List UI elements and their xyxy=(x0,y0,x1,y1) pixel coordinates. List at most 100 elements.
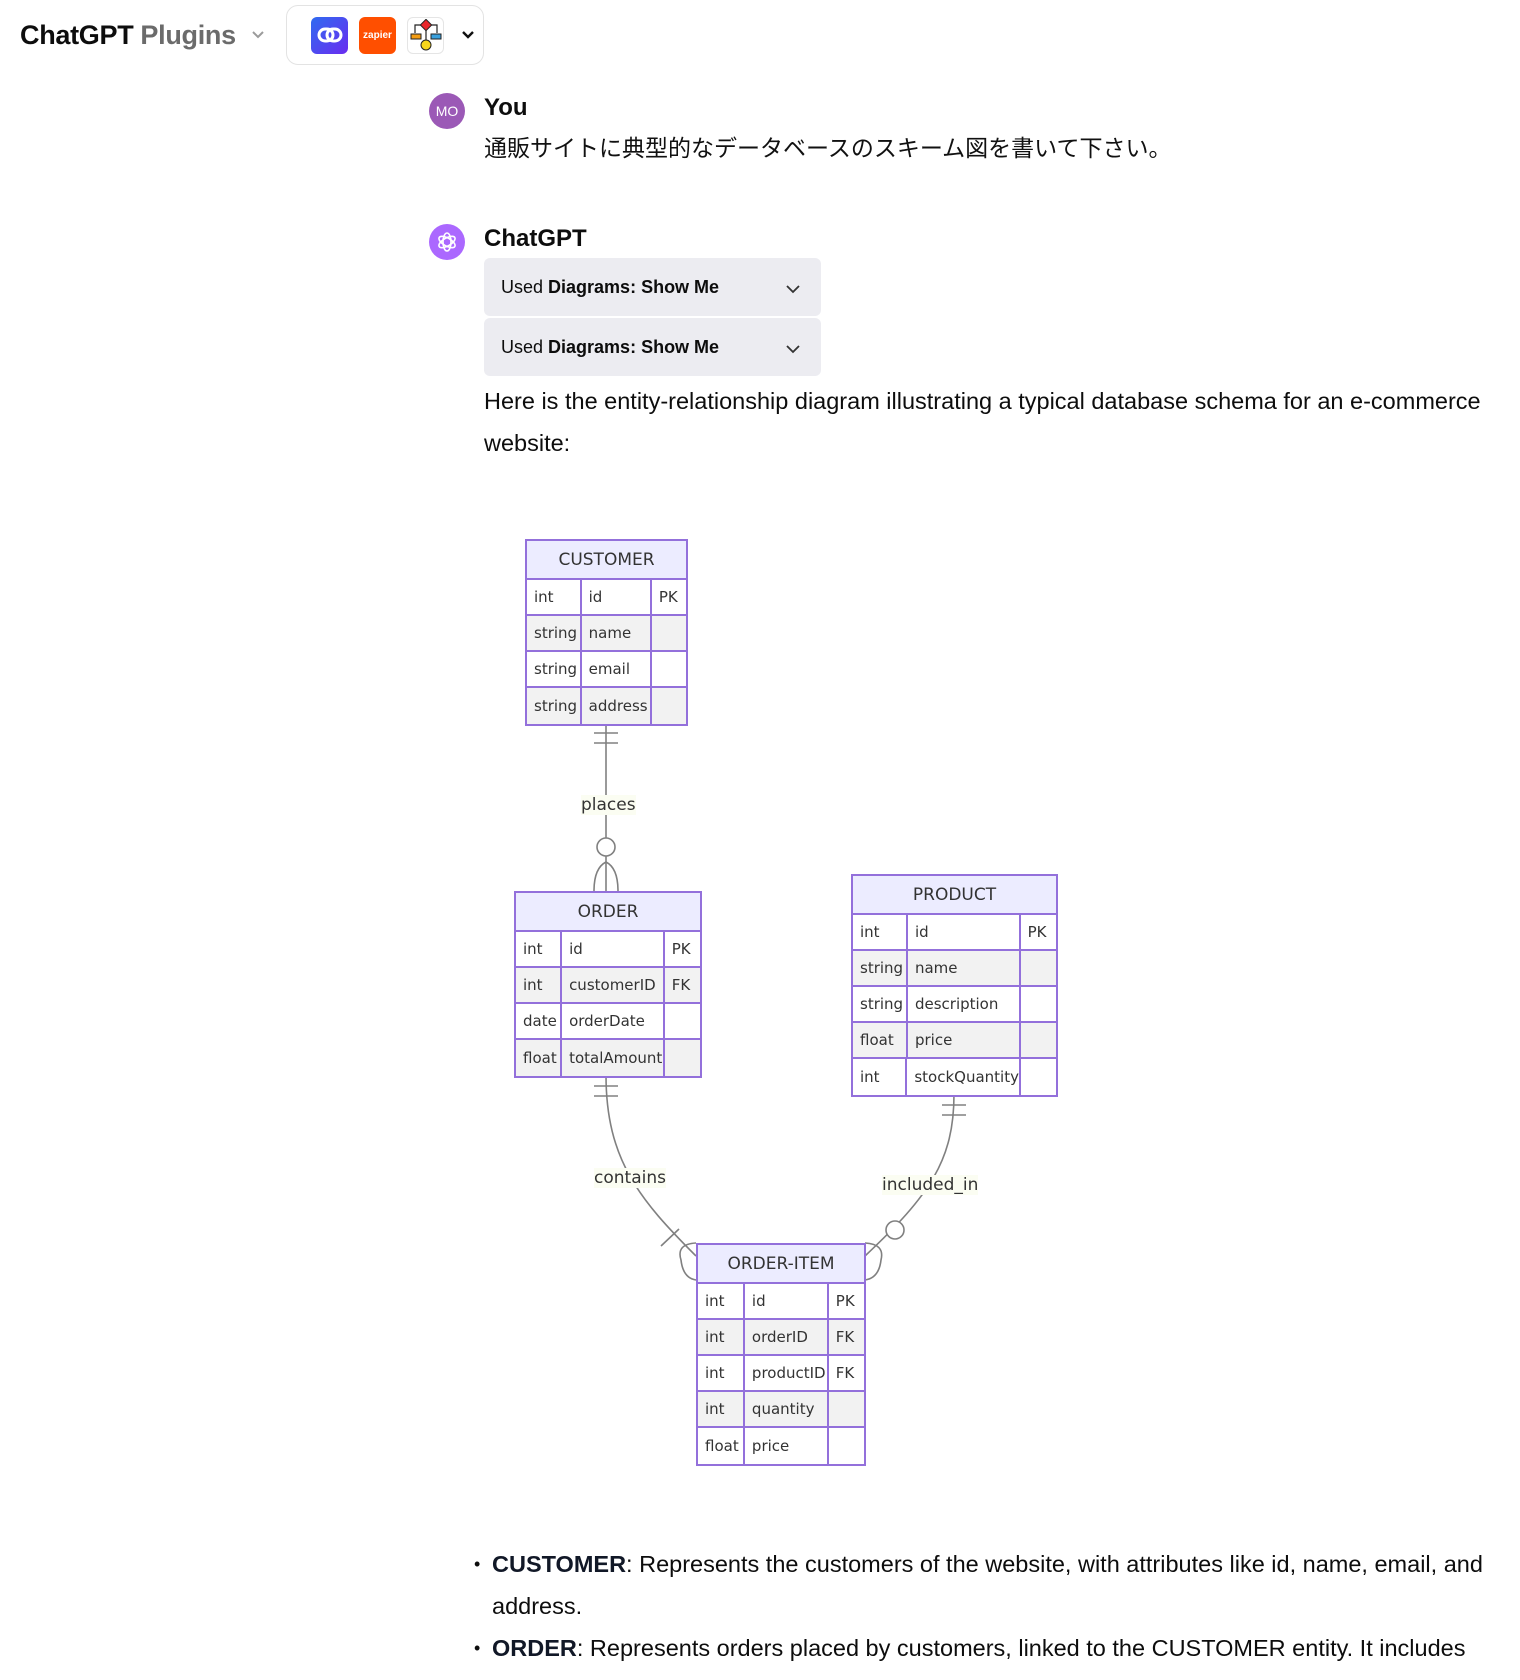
bullet-item: • CUSTOMER: Represents the customers of … xyxy=(474,1543,1514,1627)
attribute-key xyxy=(652,616,686,650)
chevron-down-icon xyxy=(251,27,265,45)
attribute-type: int xyxy=(516,968,563,1002)
attribute-key xyxy=(1021,951,1056,985)
zero-marker xyxy=(596,837,616,857)
attribute-key: FK xyxy=(835,1328,855,1346)
many-marker xyxy=(593,861,619,892)
assistant-author-name: ChatGPT xyxy=(484,225,587,252)
attribute-name: id xyxy=(745,1284,829,1318)
bullet-dot: • xyxy=(474,1554,481,1574)
user-author-name: You xyxy=(484,94,528,121)
attribute-type: date xyxy=(516,1004,563,1038)
attribute-name: id xyxy=(908,915,1021,949)
chain-link-icon xyxy=(311,16,348,54)
attribute-key xyxy=(829,1428,864,1464)
attribute-key: PK xyxy=(671,940,691,958)
entity-title: CUSTOMER xyxy=(527,541,686,580)
attribute-name: address xyxy=(582,688,652,724)
attribute-name: stockQuantity xyxy=(907,1059,1021,1095)
attribute-key xyxy=(665,1040,700,1076)
attribute-name: orderID xyxy=(745,1320,829,1354)
attribute-type: int xyxy=(698,1320,745,1354)
attribute-key xyxy=(829,1392,864,1426)
attribute-type: int xyxy=(516,932,563,966)
attribute-type: float xyxy=(698,1428,745,1464)
bullet-text: : Represents the customers of the websit… xyxy=(492,1551,1483,1619)
plugin-selector[interactable]: zapier xyxy=(286,5,484,65)
bullet-term: CUSTOMER xyxy=(492,1551,627,1577)
tool-usage-panel[interactable]: Used Diagrams: Show Me xyxy=(484,258,821,316)
attribute-name: price xyxy=(745,1428,829,1464)
relationship-label-contains: contains xyxy=(594,1168,666,1188)
tool-name: Diagrams: Show Me xyxy=(548,336,720,357)
attribute-key xyxy=(652,652,686,686)
attribute-type: float xyxy=(516,1040,563,1076)
tool-usage-panel[interactable]: Used Diagrams: Show Me xyxy=(484,318,821,376)
attribute-name: id xyxy=(582,580,652,614)
zapier-icon: zapier xyxy=(359,16,396,54)
attribute-name: customerID xyxy=(562,968,665,1002)
entity-title: ORDER-ITEM xyxy=(698,1245,864,1284)
attribute-name: description xyxy=(908,987,1021,1021)
chevron-down-icon xyxy=(785,278,801,299)
relationship-line-contains xyxy=(605,1074,697,1257)
tool-name: Diagrams: Show Me xyxy=(548,276,720,297)
bullet-item: • ORDER: Represents orders placed by cus… xyxy=(474,1627,1514,1669)
model-selector[interactable]: ChatGPT Plugins xyxy=(20,20,265,51)
zero-marker xyxy=(885,1220,905,1240)
attribute-type: string xyxy=(853,951,908,985)
bullet-text: : Represents orders placed by customers,… xyxy=(576,1635,1466,1661)
attribute-type: string xyxy=(527,688,582,724)
attribute-type: string xyxy=(853,987,908,1021)
attribute-type: float xyxy=(853,1023,908,1057)
tool-prefix: Used xyxy=(501,276,549,297)
attribute-type: int xyxy=(853,1059,908,1095)
attribute-name: email xyxy=(582,652,652,686)
attribute-name: price xyxy=(908,1023,1021,1057)
relationship-label-included-in: included_in xyxy=(882,1175,979,1195)
bullet-term: ORDER xyxy=(492,1635,577,1661)
attribute-key: PK xyxy=(1027,923,1047,941)
attribute-type: int xyxy=(853,915,908,949)
attribute-key: FK xyxy=(835,1364,855,1382)
attribute-type: int xyxy=(698,1356,745,1390)
attribute-key xyxy=(1021,1023,1056,1057)
attribute-type: int xyxy=(698,1392,745,1426)
one-marker xyxy=(660,1228,680,1247)
model-subtitle: Plugins xyxy=(140,20,236,50)
attribute-type: string xyxy=(527,616,582,650)
many-marker xyxy=(679,1242,697,1281)
attribute-type: int xyxy=(527,580,582,614)
attribute-key xyxy=(665,1004,700,1038)
tool-prefix: Used xyxy=(501,336,549,357)
zapier-label: zapier xyxy=(363,29,392,41)
attribute-name: productID xyxy=(745,1356,829,1390)
chevron-down-icon xyxy=(459,26,477,44)
attribute-name: quantity xyxy=(745,1392,829,1426)
attribute-key xyxy=(1021,987,1056,1021)
many-marker xyxy=(864,1242,883,1281)
chevron-down-icon xyxy=(785,338,801,359)
flowchart-icon xyxy=(407,16,444,54)
chatgpt-logo-icon xyxy=(429,224,465,260)
assistant-intro-text: Here is the entity-relationship diagram … xyxy=(484,388,1481,456)
attribute-key xyxy=(1021,1059,1056,1095)
attribute-type: int xyxy=(698,1284,745,1318)
attribute-name: orderDate xyxy=(562,1004,665,1038)
